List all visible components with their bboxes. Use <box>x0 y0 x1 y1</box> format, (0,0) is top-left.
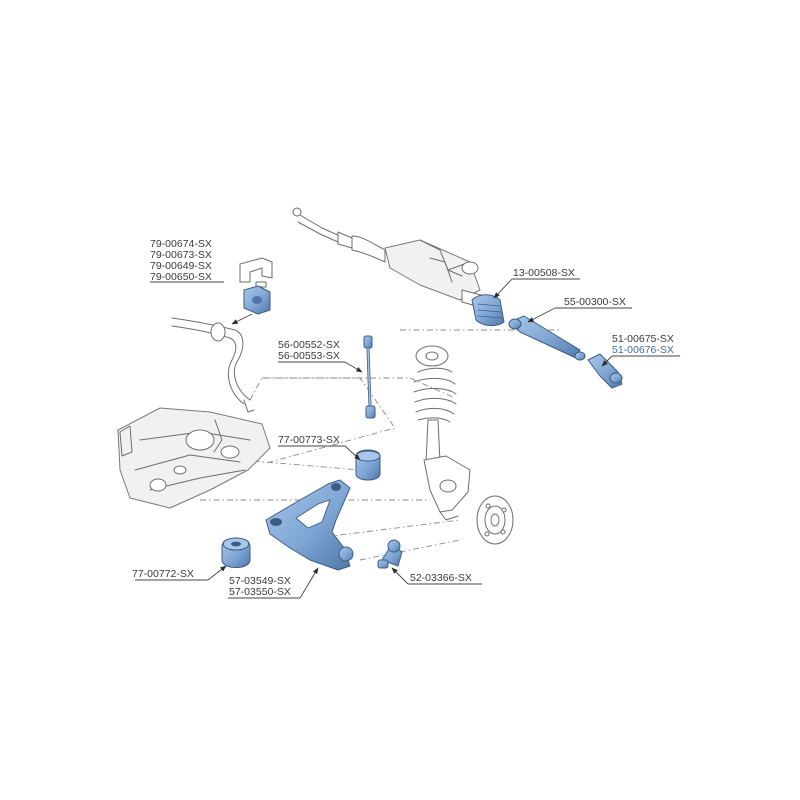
label-control-arm-1: 57-03549-SX <box>229 575 291 587</box>
label-ball-joint: 52-03366-SX <box>410 572 472 584</box>
strut-assembly <box>413 345 471 521</box>
highlighted-parts <box>221 285 623 571</box>
label-stabilizer-bush-1: 79-00674-SX <box>150 238 212 250</box>
label-stabilizer-link-1: 56-00552-SX <box>278 339 340 351</box>
stabilizer-bar <box>171 317 255 413</box>
label-stabilizer-link-2: 56-00553-SX <box>278 350 340 362</box>
front-arm-bush-part <box>221 537 251 568</box>
stabilizer-link-part <box>363 335 376 419</box>
subframe <box>117 407 271 509</box>
label-steering-rack: 13-00508-SX <box>513 267 575 279</box>
label-stabilizer-bush-4: 79-00650-SX <box>150 271 212 283</box>
label-rear-arm-bush: 77-00773-SX <box>278 434 340 446</box>
label-control-arm-2: 57-03550-SX <box>229 586 291 598</box>
control-arm-part <box>265 479 354 571</box>
label-tie-rod-end-1: 51-00675-SX <box>612 333 674 345</box>
ball-joint-part <box>377 539 403 569</box>
label-tie-rod-end-2: 51-00676-SX <box>612 344 674 356</box>
steering-boot-part <box>471 294 505 327</box>
label-stabilizer-bush-3: 79-00649-SX <box>150 260 212 272</box>
part-labels: 79-00674-SX 79-00673-SX 79-00649-SX 79-0… <box>132 238 674 598</box>
label-stabilizer-bush-2: 79-00673-SX <box>150 249 212 261</box>
steering-rack <box>292 207 501 313</box>
label-front-arm-bush: 77-00772-SX <box>132 568 194 580</box>
leader-lines <box>135 278 680 599</box>
label-inner-tie-rod: 55-00300-SX <box>564 296 626 308</box>
assembly-lines <box>200 329 560 561</box>
wheel-hub <box>476 495 514 545</box>
bush-bracket <box>239 257 273 288</box>
rear-arm-bush-part <box>355 449 381 481</box>
